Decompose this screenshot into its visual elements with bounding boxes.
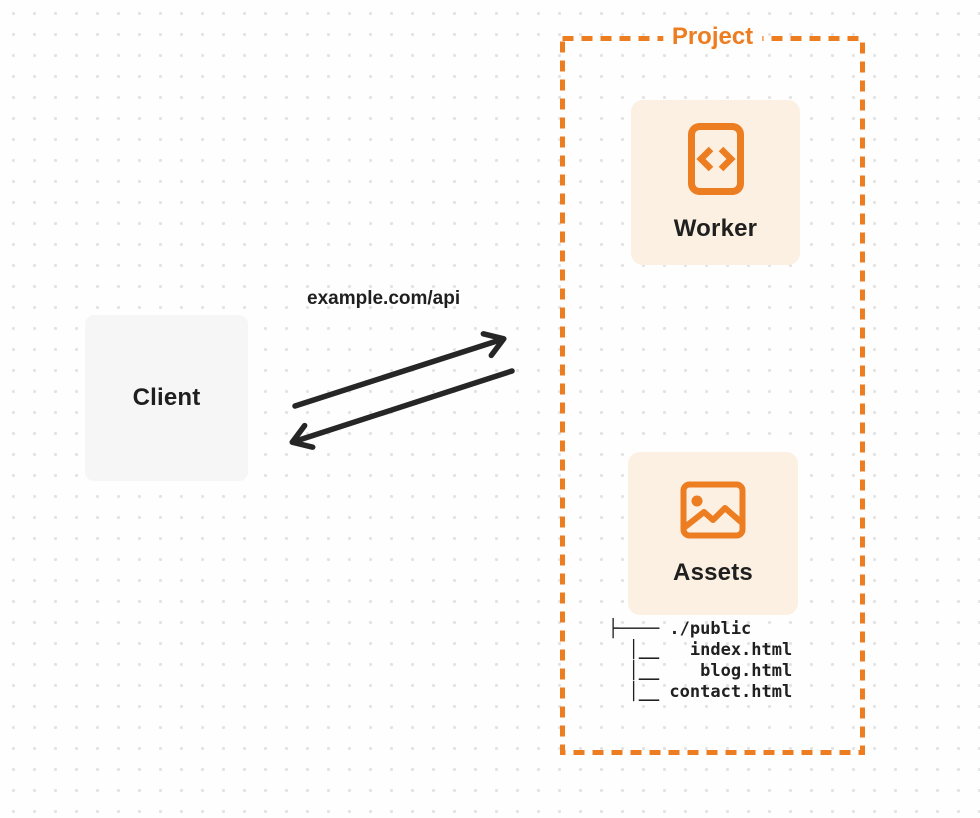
request-url-label: example.com/api xyxy=(307,288,461,309)
code-file-icon xyxy=(687,122,744,195)
worker-label: Worker xyxy=(673,214,758,242)
file-tree-row-contact: │__ contact.html xyxy=(608,682,793,702)
project-container: Project Worker Assets ├──── ./public │__… xyxy=(560,23,865,755)
image-icon xyxy=(680,481,746,538)
client-node: Client xyxy=(85,315,248,481)
assets-file-tree: ├──── ./public │__ index.html │__ blog.h… xyxy=(608,619,792,703)
file-tree-row-public: ├──── ./public xyxy=(608,619,752,639)
assets-label: Assets xyxy=(673,558,753,586)
assets-node: Assets xyxy=(628,452,798,615)
file-tree-row-index: │__ index.html xyxy=(608,640,793,660)
project-label: Project xyxy=(662,23,763,51)
response-arrow xyxy=(289,368,515,450)
request-arrow xyxy=(292,331,507,409)
client-label: Client xyxy=(132,384,201,411)
worker-node: Worker xyxy=(631,100,800,265)
file-tree-row-blog: │__ blog.html xyxy=(608,661,793,681)
project-dashed-border xyxy=(560,36,865,755)
